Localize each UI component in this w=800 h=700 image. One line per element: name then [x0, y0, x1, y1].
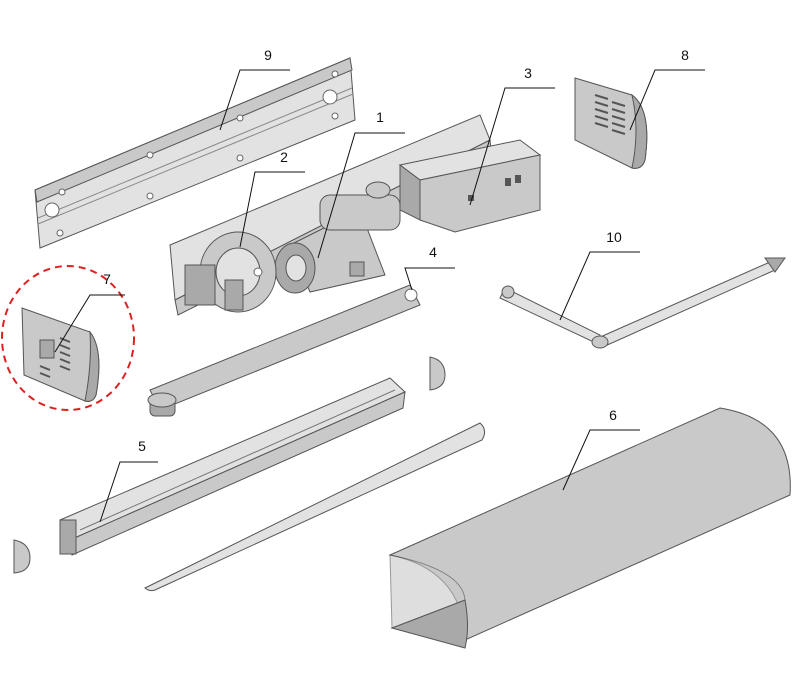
part-2-gear-unit — [184, 231, 277, 313]
part-4-arm — [147, 284, 421, 417]
highlight-circle-7 — [1, 265, 135, 411]
small-end-cap-right — [429, 356, 446, 391]
callout-label-10: 10 — [606, 229, 622, 245]
part-10-guide-arm — [499, 257, 786, 349]
callout-label-6: 6 — [609, 407, 617, 423]
callout-label-9: 9 — [264, 47, 272, 63]
leader-lines — [54, 69, 705, 523]
part-8-end-cap — [574, 77, 648, 169]
part-3-controller-housing — [398, 139, 542, 233]
callout-label-2: 2 — [280, 149, 288, 165]
callout-label-3: 3 — [524, 65, 532, 81]
part-9-mounting-plate — [34, 57, 356, 249]
callout-label-4: 4 — [429, 244, 437, 260]
small-end-cap-left — [13, 539, 31, 574]
part-5-profile-rail — [59, 377, 406, 556]
cover-strip — [144, 422, 486, 592]
part-6-cover — [388, 407, 791, 649]
part-7-end-cap — [21, 307, 100, 402]
callout-label-7: 7 — [103, 271, 111, 287]
callout-label-8: 8 — [681, 47, 689, 63]
part-1-motor — [274, 181, 401, 294]
callout-label-5: 5 — [138, 438, 146, 454]
callout-label-1: 1 — [376, 109, 384, 125]
